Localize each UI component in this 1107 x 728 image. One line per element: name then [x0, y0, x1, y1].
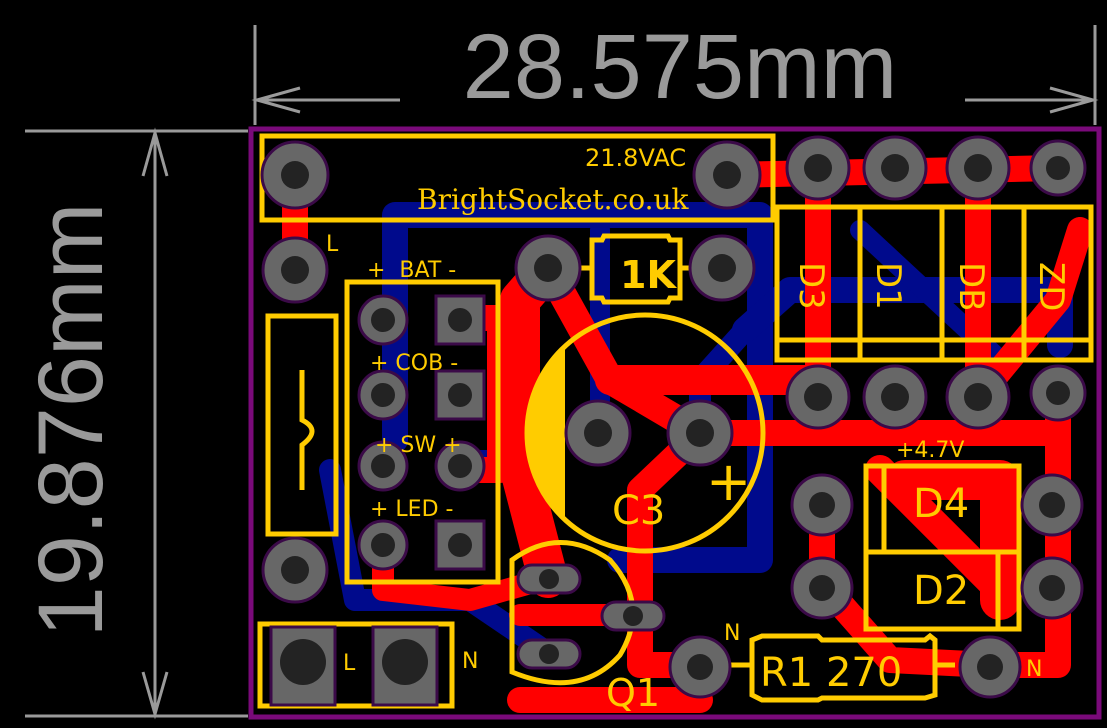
zener-voltage-label: +4.7V [896, 438, 964, 463]
c3-polarity-band [526, 346, 565, 520]
pads [260, 135, 1087, 707]
connector-block-outline [344, 279, 501, 585]
live-bottom-label: L [343, 651, 356, 676]
c3-plus-label: + [706, 450, 751, 513]
neutral-left-label: N [462, 649, 478, 674]
neutral-mid-label: N [724, 621, 740, 646]
connector-pads [357, 294, 486, 571]
d3-label: D3 [791, 262, 831, 310]
d4-d2-outline [863, 463, 1022, 632]
live-top-label: L [326, 232, 339, 257]
bat-label: + BAT - [367, 258, 456, 283]
resistor-1k-label: 1K [620, 253, 677, 297]
d2-label: D2 [913, 568, 969, 614]
zd-label: ZD [1031, 262, 1071, 311]
board-outline [248, 126, 1102, 720]
height-label: 19.876mm [20, 203, 122, 638]
brand-label: BrightSocket.co.uk [417, 183, 690, 216]
neutral-right-label: N [1026, 657, 1042, 682]
led-label: + LED - [370, 497, 453, 522]
silkscreen-text: 21.8VAC BrightSocket.co.uk L + BAT - + C… [326, 144, 1071, 715]
voltage-in-label: 21.8VAC [585, 144, 686, 172]
fuse-outline [265, 313, 339, 537]
q1-pads [516, 563, 666, 670]
width-label: 28.575mm [463, 16, 898, 118]
d1-label: D1 [868, 262, 908, 310]
mains-terminal-outline [257, 621, 455, 709]
bridge-outline [774, 204, 1094, 363]
mains-terminal-pads [269, 625, 439, 707]
sw-label: + SW + [375, 433, 462, 458]
c3-label: C3 [612, 488, 665, 534]
width-dimension: 28.575mm [251, 16, 1099, 125]
height-dimension: 19.876mm [20, 127, 248, 720]
d4-label: D4 [913, 481, 969, 527]
through-hole-pad [260, 135, 1087, 699]
db-label: DB [951, 262, 991, 312]
cob-label: + COB - [370, 351, 458, 376]
fuse-symbol [299, 370, 315, 490]
r1-outline [730, 632, 955, 703]
q1-label: Q1 [606, 671, 660, 715]
resistor-1k-outline [580, 233, 690, 305]
r1-label: R1 270 [760, 650, 902, 696]
